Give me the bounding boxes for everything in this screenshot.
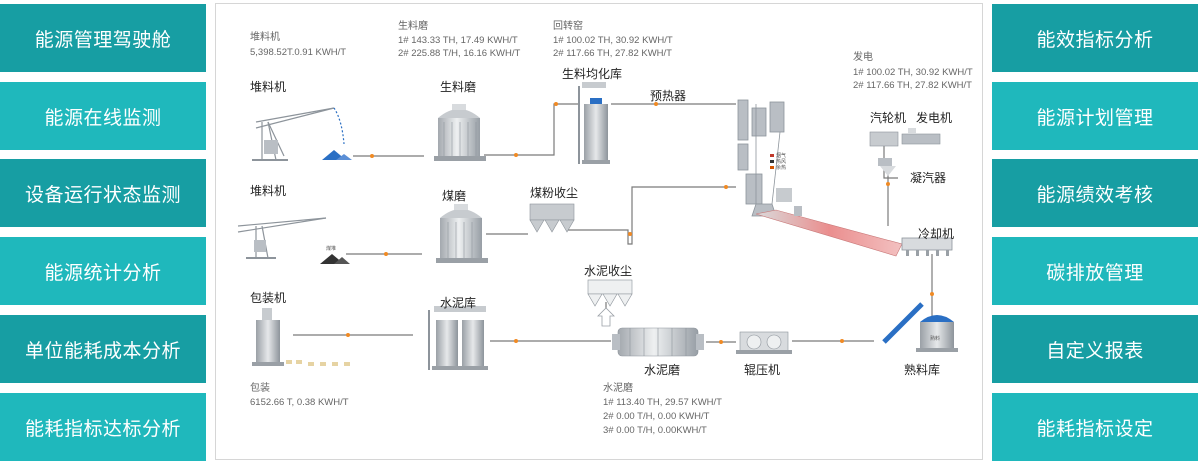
svg-text:1# 100.02 TH, 30.92 KWH/T: 1# 100.02 TH, 30.92 KWH/T bbox=[853, 67, 973, 78]
preheater-legend: 烟气 热风 余热 bbox=[770, 152, 786, 171]
raw-meal-silo[interactable] bbox=[578, 82, 610, 164]
svg-text:2# 225.88 T/H, 16.16 KWH/T: 2# 225.88 T/H, 16.16 KWH/T bbox=[398, 48, 521, 59]
label-coal-mill: 煤磨 bbox=[442, 189, 466, 203]
label-generator: 发电机 bbox=[916, 110, 952, 125]
stat-cement-mill: 水泥磨 1# 113.40 TH, 29.57 KWH/T 2# 0.00 T/… bbox=[603, 381, 722, 436]
dust-arrow-icon bbox=[597, 307, 615, 327]
coal-mill[interactable] bbox=[436, 204, 488, 263]
label-stacker-1: 堆料机 bbox=[250, 80, 286, 94]
svg-text:5,398.52T.0.91 KWH/T: 5,398.52T.0.91 KWH/T bbox=[250, 47, 346, 58]
svg-text:余热: 余热 bbox=[776, 164, 786, 171]
stacker-2[interactable] bbox=[237, 217, 327, 259]
coal-dust-collector[interactable] bbox=[529, 203, 575, 233]
nav-performance[interactable]: 能源绩效考核 bbox=[992, 159, 1198, 227]
svg-text:2# 117.66 TH, 27.82 KWH/T: 2# 117.66 TH, 27.82 KWH/T bbox=[853, 80, 972, 91]
cement-silos[interactable] bbox=[428, 306, 488, 370]
nav-equipment-status[interactable]: 设备运行状态监测 bbox=[0, 159, 206, 227]
nav-carbon[interactable]: 碳排放管理 bbox=[992, 237, 1198, 305]
svg-text:1# 100.02 TH, 30.92 KWH/T: 1# 100.02 TH, 30.92 KWH/T bbox=[553, 35, 673, 46]
nav-energy-plan[interactable]: 能源计划管理 bbox=[992, 82, 1198, 150]
flow-dots bbox=[346, 102, 934, 344]
svg-text:发电: 发电 bbox=[853, 50, 873, 63]
stacker-1[interactable] bbox=[252, 107, 345, 161]
svg-text:回转窑: 回转窑 bbox=[553, 19, 583, 32]
cement-dust-collector[interactable] bbox=[587, 279, 633, 307]
svg-text:热风: 热风 bbox=[776, 158, 786, 165]
right-nav: 能效指标分析 能源计划管理 能源绩效考核 碳排放管理 自定义报表 能耗指标设定 bbox=[992, 0, 1198, 464]
coal-pile-2 bbox=[334, 257, 350, 264]
raw-material-pile-2 bbox=[336, 154, 352, 160]
nav-statistics[interactable]: 能源统计分析 bbox=[0, 237, 206, 305]
label-packer: 包装机 bbox=[250, 291, 286, 305]
svg-text:生料磨: 生料磨 bbox=[398, 19, 428, 32]
pipes bbox=[293, 103, 933, 343]
preheater-tower[interactable] bbox=[737, 99, 785, 217]
label-raw-silo: 生料均化库 bbox=[562, 66, 622, 81]
label-cement-mill: 水泥磨 bbox=[644, 363, 680, 377]
label-coal-dust: 煤粉收尘 bbox=[530, 186, 578, 200]
nav-custom-report[interactable]: 自定义报表 bbox=[992, 315, 1198, 383]
raw-mill[interactable] bbox=[434, 104, 486, 161]
svg-text:烟气: 烟气 bbox=[776, 152, 786, 159]
svg-text:1# 143.33 TH, 17.49 KWH/T: 1# 143.33 TH, 17.49 KWH/T bbox=[398, 35, 518, 46]
stat-packing: 包装 6152.66 T, 0.38 KWH/T bbox=[250, 381, 349, 408]
label-condenser: 凝汽器 bbox=[910, 170, 946, 185]
cooler[interactable] bbox=[901, 237, 953, 256]
svg-text:包装: 包装 bbox=[250, 381, 270, 394]
label-stacker-2: 堆料机 bbox=[250, 184, 286, 198]
svg-text:1# 113.40 TH, 29.57 KWH/T: 1# 113.40 TH, 29.57 KWH/T bbox=[603, 397, 722, 408]
turbine-generator[interactable] bbox=[869, 128, 941, 176]
nav-online-monitoring[interactable]: 能源在线监测 bbox=[0, 82, 206, 150]
nav-indicator-compliance[interactable]: 能耗指标达标分析 bbox=[0, 393, 206, 461]
label-raw-mill: 生料磨 bbox=[440, 80, 476, 94]
roller-press[interactable] bbox=[736, 331, 792, 354]
packer[interactable] bbox=[252, 308, 350, 366]
svg-text:堆料机: 堆料机 bbox=[250, 30, 280, 43]
clinker-silo[interactable]: 熟料 bbox=[882, 302, 958, 352]
label-roller-press: 辊压机 bbox=[744, 363, 780, 377]
rotary-kiln[interactable] bbox=[755, 188, 903, 257]
svg-text:6152.66 T, 0.38 KWH/T: 6152.66 T, 0.38 KWH/T bbox=[250, 397, 349, 408]
svg-text:3# 0.00 T/H, 0.00KWH/T: 3# 0.00 T/H, 0.00KWH/T bbox=[603, 425, 707, 436]
equipment-labels: 堆料机 生料磨 生料均化库 预热器 汽轮机 发电机 凝汽器 堆料机 煤磨 煤粉收… bbox=[250, 66, 954, 377]
cement-mill[interactable] bbox=[612, 327, 704, 357]
stat-raw-mill: 生料磨 1# 143.33 TH, 17.49 KWH/T 2# 225.88 … bbox=[398, 19, 521, 59]
process-diagram: 烟气 热风 余热 煤堆 bbox=[237, 19, 973, 436]
nav-unit-cost[interactable]: 单位能耗成本分析 bbox=[0, 315, 206, 383]
coal-pile-label: 煤堆 bbox=[326, 245, 336, 252]
label-cement-silo: 水泥库 bbox=[440, 295, 476, 310]
left-nav: 能源管理驾驶舱 能源在线监测 设备运行状态监测 能源统计分析 单位能耗成本分析 … bbox=[0, 0, 206, 464]
nav-energy-cockpit[interactable]: 能源管理驾驶舱 bbox=[0, 4, 206, 72]
label-preheater: 预热器 bbox=[650, 89, 686, 103]
svg-text:2# 0.00 T/H, 0.00 KWH/T: 2# 0.00 T/H, 0.00 KWH/T bbox=[603, 411, 710, 422]
label-turbine: 汽轮机 bbox=[870, 110, 906, 125]
clinker-silo-inner-label: 熟料 bbox=[930, 335, 940, 342]
label-cement-dust: 水泥收尘 bbox=[584, 264, 632, 278]
svg-text:水泥磨: 水泥磨 bbox=[603, 381, 633, 394]
nav-indicator-setting[interactable]: 能耗指标设定 bbox=[992, 393, 1198, 461]
label-clinker-silo: 熟料库 bbox=[904, 362, 940, 377]
label-cooler: 冷却机 bbox=[918, 227, 954, 241]
stat-stacker: 堆料机 5,398.52T.0.91 KWH/T bbox=[250, 30, 346, 58]
nav-efficiency-analysis[interactable]: 能效指标分析 bbox=[992, 4, 1198, 72]
stat-power: 发电 1# 100.02 TH, 30.92 KWH/T 2# 117.66 T… bbox=[853, 50, 973, 91]
svg-text:2# 117.66 TH, 27.82 KWH/T: 2# 117.66 TH, 27.82 KWH/T bbox=[553, 48, 672, 59]
stat-kiln: 回转窑 1# 100.02 TH, 30.92 KWH/T 2# 117.66 … bbox=[553, 19, 673, 59]
process-diagram-panel: 烟气 热风 余热 煤堆 bbox=[215, 3, 983, 460]
